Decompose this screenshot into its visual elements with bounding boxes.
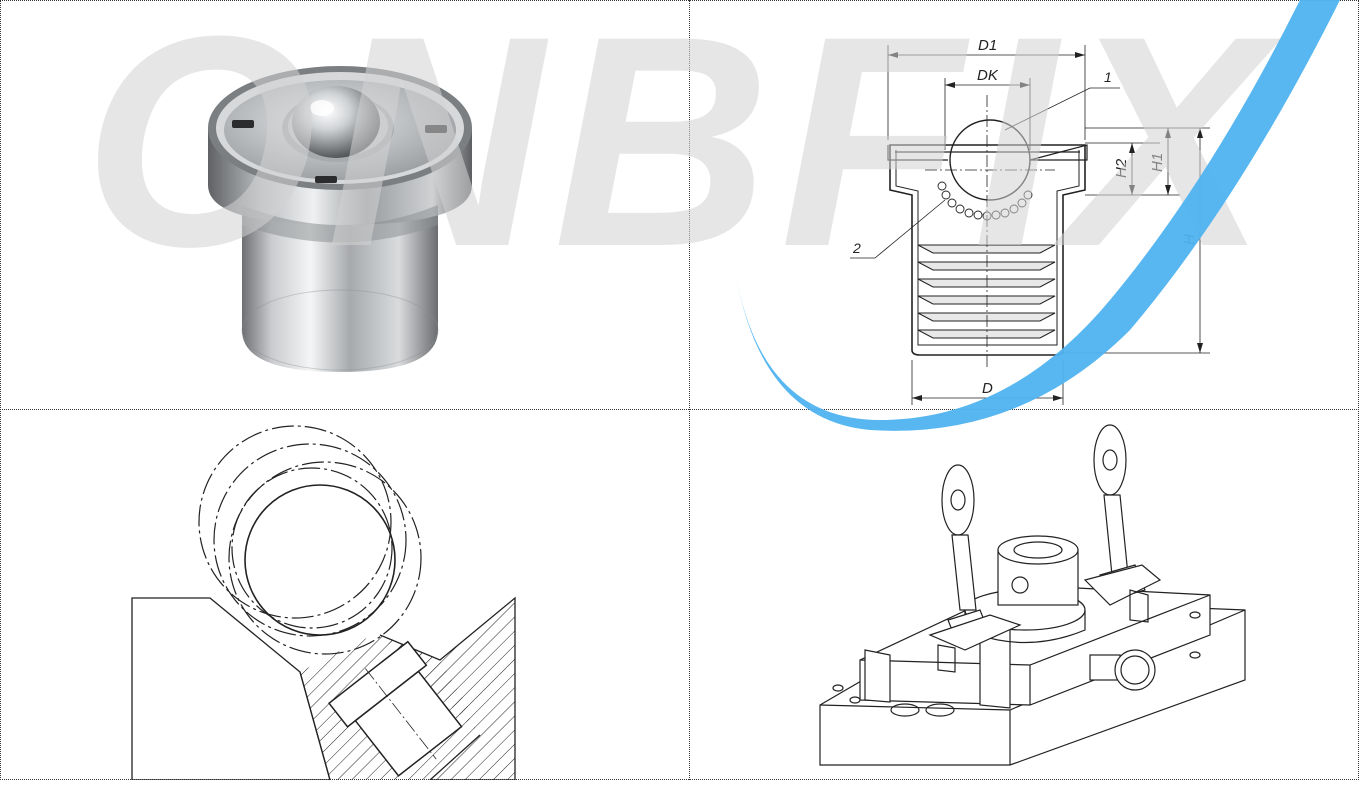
dim-label-h: H (1181, 234, 1198, 245)
ball-motion-arcs (198, 425, 422, 655)
callout-part-2: 2 (852, 240, 861, 256)
dim-label-dk: DK (977, 67, 999, 84)
inclined-mounting-svg (131, 425, 516, 781)
dim-label-h1: H1 (1149, 153, 1166, 172)
application-sketch-fixture-assembly (690, 410, 1359, 780)
dim-label-d: D (982, 380, 993, 397)
callout-part-1: 1 (1104, 69, 1112, 85)
side-ball-unit (1089, 649, 1156, 691)
technical-drawing-cross-section: D1 DK D H H1 H2 1 2 (690, 0, 1359, 410)
grid-border-top (0, 0, 1359, 1)
dim-label-h2: H2 (1113, 158, 1130, 178)
application-sketch-inclined-mounting (0, 410, 690, 781)
grid-divider-horizontal (0, 409, 1359, 410)
ball-transfer-unit-illustration (208, 66, 472, 372)
thread-section (917, 244, 1056, 339)
fixture-assembly-svg (819, 424, 1246, 766)
ball-unit-inclined (327, 640, 463, 777)
mounting-holes (832, 611, 1201, 717)
toggle-clamp-left (928, 464, 1022, 673)
product-photo-ball-transfer-unit (0, 0, 690, 410)
dim-label-d1: D1 (978, 37, 997, 54)
grid-border-left (0, 0, 1, 780)
toggle-clamp-right (1083, 424, 1162, 623)
cross-section-svg: D1 DK D H H1 H2 1 2 (850, 37, 1210, 405)
grid-divider-vertical (689, 0, 690, 780)
